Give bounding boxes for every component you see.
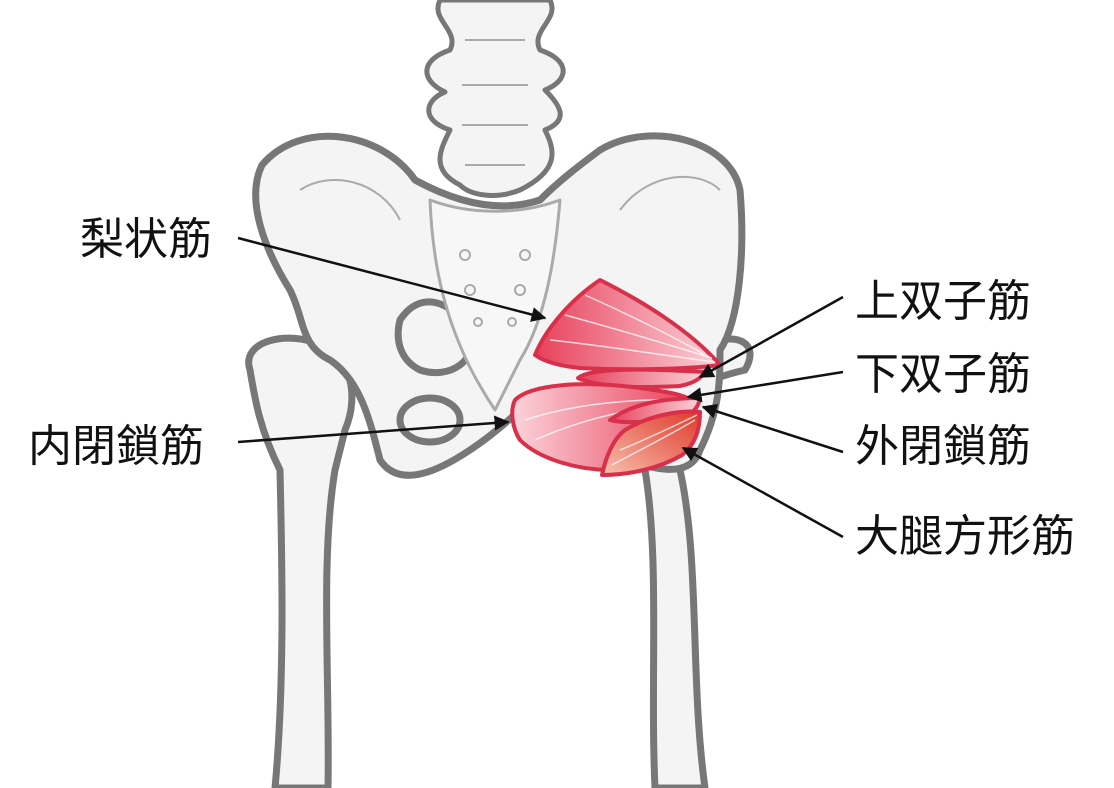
obturator-externus-leader	[701, 403, 844, 454]
left-femur	[245, 334, 356, 788]
quadratus-femoris-leader	[681, 446, 844, 539]
gemellus-superior-leader	[698, 295, 844, 379]
label-gemellus-superior: 上双子筋	[855, 276, 1031, 327]
obturator-internus-leader	[237, 415, 510, 444]
label-quadratus-femoris: 大腿方形筋	[855, 511, 1075, 562]
label-gemellus-inferior: 下双子筋	[855, 349, 1031, 400]
lumbar-spine	[424, 0, 566, 198]
gemellus-inferior-leader	[686, 370, 844, 403]
piriformis-leader	[237, 236, 547, 322]
label-obturator-internus: 内閉鎖筋	[28, 421, 204, 472]
label-obturator-externus: 外閉鎖筋	[855, 421, 1031, 472]
piriformis-muscle	[533, 278, 722, 372]
label-piriformis: 梨状筋	[80, 214, 212, 265]
